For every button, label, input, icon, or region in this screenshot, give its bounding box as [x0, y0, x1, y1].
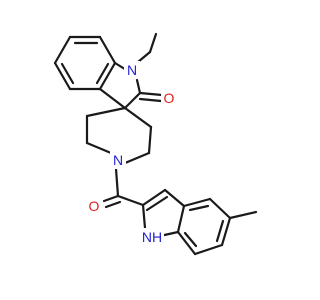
atom-label-n-methyl: N [127, 62, 137, 78]
bond [123, 106, 153, 129]
piperidine-ring [85, 106, 153, 165]
bond [104, 200, 122, 209]
atom-label-o-lactam: O [164, 90, 175, 106]
bond [85, 141, 113, 155]
bond [123, 151, 151, 165]
bond [141, 188, 167, 207]
bond [95, 62, 110, 85]
bond [116, 194, 145, 207]
atom-label-nh-indole: NH [142, 229, 162, 245]
bond [215, 219, 225, 243]
bond [60, 62, 75, 85]
bond [136, 50, 152, 64]
bond [148, 32, 158, 54]
indole-ring-system [141, 188, 258, 256]
bond [98, 61, 117, 91]
bond [220, 216, 232, 247]
bond [114, 167, 120, 198]
bond [98, 35, 117, 65]
bond [135, 78, 142, 95]
bond [138, 97, 163, 103]
bond [228, 210, 258, 220]
bond [182, 197, 212, 208]
bond [188, 204, 210, 212]
bond [53, 35, 72, 65]
bond [183, 231, 198, 248]
amide-linker [102, 167, 145, 209]
bond [141, 203, 147, 230]
bond [193, 243, 224, 256]
atom-labels: N O N O NH [86, 61, 177, 246]
bond [138, 91, 164, 97]
bond [98, 87, 127, 110]
bond [147, 125, 153, 155]
bond [145, 195, 169, 212]
bond [176, 230, 197, 256]
bond [208, 197, 232, 220]
bond [123, 91, 142, 110]
bond [163, 188, 186, 208]
bond [85, 106, 127, 118]
molecule-diagram: N O N O NH [53, 32, 258, 256]
molecule-structure: N O N O NH [53, 32, 258, 256]
bond [176, 204, 186, 234]
atom-label-n-piperidine: N [113, 152, 123, 168]
atom-label-o-amide: O [89, 198, 100, 214]
bond [102, 194, 120, 203]
bond [53, 61, 72, 91]
oxindole-ring-system [53, 32, 164, 110]
